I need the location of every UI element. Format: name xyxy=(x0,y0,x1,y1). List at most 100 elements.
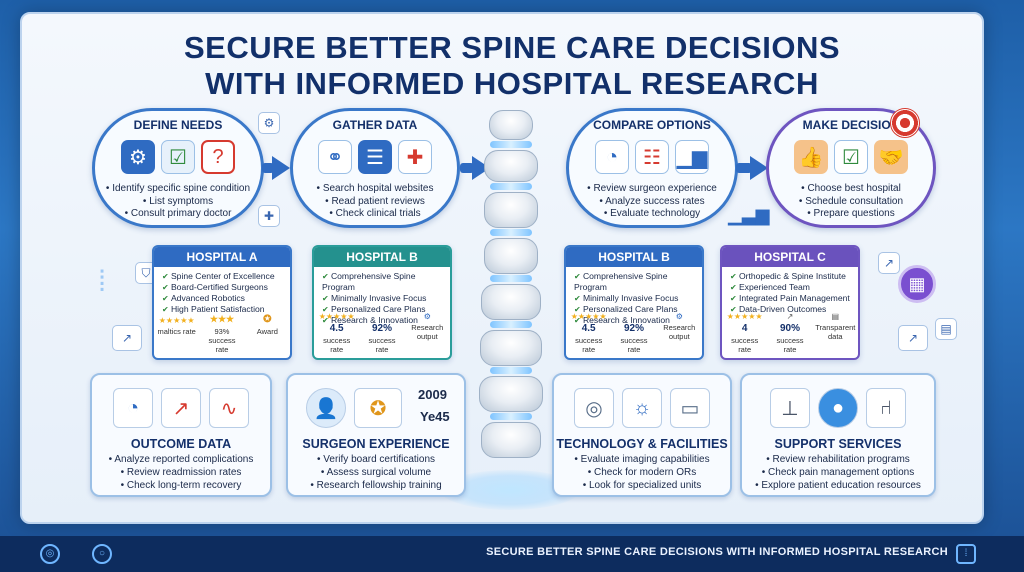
circle-icon: ○ xyxy=(92,544,112,564)
list-item: Choose best hospital xyxy=(769,183,933,196)
checklist-icon: ☑ xyxy=(834,140,868,174)
hospital-card-b: HOSPITAL B Comprehensive Spine Program M… xyxy=(312,245,452,360)
list-item: Consult primary doctor xyxy=(95,208,261,221)
box-title: TECHNOLOGY & FACILITIES xyxy=(556,437,728,451)
list-item: Integrated Pain Management xyxy=(730,293,852,304)
target-icon: ◎ xyxy=(40,544,60,564)
title-line-1: SECURE BETTER SPINE CARE DECISIONS xyxy=(183,30,841,65)
list-item: Orthopedic & Spine Institute xyxy=(730,271,852,282)
spine-icon: ⁞ xyxy=(956,544,976,564)
list-item: Minimally Invasive Focus xyxy=(322,293,444,304)
list-item: Evaluate technology xyxy=(569,208,735,221)
list-item: Analyze success rates xyxy=(569,196,735,209)
step-gather-data: GATHER DATA ⚭ ☰ ✚ Search hospital websit… xyxy=(290,108,460,228)
star-rating-icon: ★★★★★ xyxy=(570,312,607,321)
list-item: Check long-term recovery xyxy=(92,479,270,492)
exercise-bench-icon: ⊥ xyxy=(770,388,810,428)
hospital-card-b-compare: HOSPITAL B Comprehensive Spine Program M… xyxy=(564,245,704,360)
list-item: Personalized Care Plans xyxy=(574,304,696,315)
list-item: Experienced Team xyxy=(730,282,852,293)
list-item: Explore patient education resources xyxy=(742,479,934,492)
clipboard-icon: ▤ xyxy=(935,318,957,340)
star-rating-icon: ★★★★★ xyxy=(726,312,763,321)
gear-icon: ⚙ xyxy=(423,312,431,321)
checklist-icon: ☑ xyxy=(161,140,195,174)
mri-scanner-icon: ◎ xyxy=(574,388,614,428)
step-title: COMPARE OPTIONS xyxy=(593,118,711,132)
arrow-right-icon xyxy=(272,156,290,180)
list-item: Review readmission rates xyxy=(92,466,270,479)
star-rating-icon: ★★★★★ xyxy=(158,316,195,325)
list-item: Analyze reported complications xyxy=(92,453,270,466)
star-rating-icon: ★★★ xyxy=(209,314,235,324)
spine-illustration xyxy=(478,110,544,530)
list-item: Check for modern ORs xyxy=(554,466,730,479)
spine-icon: ⁞ xyxy=(97,265,107,298)
box-title: OUTCOME DATA xyxy=(130,437,232,451)
growth-chart-icon: ↗ xyxy=(112,325,142,351)
hospital-icon: ✚ xyxy=(258,205,280,227)
list-item: Board-Certified Surgeons xyxy=(162,282,284,293)
list-item: Read patient reviews xyxy=(293,196,457,209)
metric: ✪Award xyxy=(246,314,288,354)
title-line-2: WITH INFORMED HOSPITAL RESEARCH xyxy=(205,66,819,101)
box-title: SUPPORT SERVICES xyxy=(774,437,902,451)
list-item: Spine Center of Excellence xyxy=(162,271,284,282)
metric: ★★★93% success rate xyxy=(201,314,243,354)
page-title: SECURE BETTER SPINE CARE DECISIONS WITH … xyxy=(0,30,1024,102)
box-support-services: ⊥ ● ⑁ SUPPORT SERVICES Review rehabilita… xyxy=(740,373,936,497)
step-title: DEFINE NEEDS xyxy=(133,118,223,132)
star-rating-icon: ★★★★★ xyxy=(318,312,355,321)
card-title: HOSPITAL B xyxy=(566,247,702,267)
chart-icon: ↗ xyxy=(878,252,900,274)
step-define-needs: DEFINE NEEDS ⚙ ☑ ? Identify specific spi… xyxy=(92,108,264,228)
target-icon xyxy=(890,108,920,138)
list-item: Comprehensive Spine Program xyxy=(574,271,696,293)
box-surgeon-experience: 👤 ✪ 2009 Ye45 SURGEON EXPERIENCE Verify … xyxy=(286,373,466,497)
year-label: Ye45 xyxy=(420,409,450,424)
hospital-search-icon: ✚ xyxy=(398,140,432,174)
list-item: High Patient Satisfaction xyxy=(162,304,284,315)
table-icon: ☷ xyxy=(635,140,669,174)
trend-chart-icon: ∿ xyxy=(209,388,249,428)
chair-icon: ⑁ xyxy=(866,388,906,428)
pie-chart-icon: ◔ xyxy=(113,388,153,428)
handshake-icon: 🤝 xyxy=(874,140,908,174)
list-item: Check pain management options xyxy=(742,466,934,479)
list-item: Identify specific spine condition xyxy=(95,183,261,196)
list-item: Schedule consultation xyxy=(769,196,933,209)
line-chart-icon: ↗ xyxy=(786,312,794,321)
step-compare-options: COMPARE OPTIONS ◔ ☷ ▁▆ Review surgeon ex… xyxy=(566,108,738,228)
list-item: Assess surgical volume xyxy=(288,466,464,479)
database-icon: ☰ xyxy=(358,140,392,174)
list-item: Check clinical trials xyxy=(293,208,457,221)
monitor-icon: ▭ xyxy=(670,388,710,428)
step-title: GATHER DATA xyxy=(332,118,418,132)
bar-chart-icon: ▁▃▆ xyxy=(728,205,770,225)
metric: ▤Transparent data xyxy=(815,312,856,341)
box-title: SURGEON EXPERIENCE xyxy=(302,437,450,451)
trend-chart-icon: ↗ xyxy=(898,325,928,351)
footer-text: SECURE BETTER SPINE CARE DECISIONS WITH … xyxy=(486,546,948,558)
surgical-light-icon: ☼ xyxy=(622,388,662,428)
year-label: 2009 xyxy=(418,387,447,402)
doctor-avatar-icon: 👤 xyxy=(306,388,346,428)
footer-bar: ◎ ○ SECURE BETTER SPINE CARE DECISIONS W… xyxy=(0,536,1024,572)
metric: 92%success rate xyxy=(620,323,648,354)
box-outcome-data: ◔ ↗ ∿ OUTCOME DATA Analyze reported comp… xyxy=(90,373,272,497)
gear-icon: ⚙ xyxy=(258,112,280,134)
hospital-badge-icon: ▦ xyxy=(898,265,936,303)
certificate-icon: ✪ xyxy=(354,388,402,428)
list-item: Research & Innovation xyxy=(574,315,696,326)
metric: ⚙Research output xyxy=(406,310,448,354)
list-item: Advanced Robotics xyxy=(162,293,284,304)
list-item: Prepare questions xyxy=(769,208,933,221)
list-item: Research fellowship training xyxy=(288,479,464,492)
list-item: Research & Innovation xyxy=(322,315,444,326)
bar-chart-icon: ▁▆ xyxy=(675,140,709,174)
exercise-ball-icon: ● xyxy=(818,388,858,428)
list-item: Look for specialized units xyxy=(554,479,730,492)
